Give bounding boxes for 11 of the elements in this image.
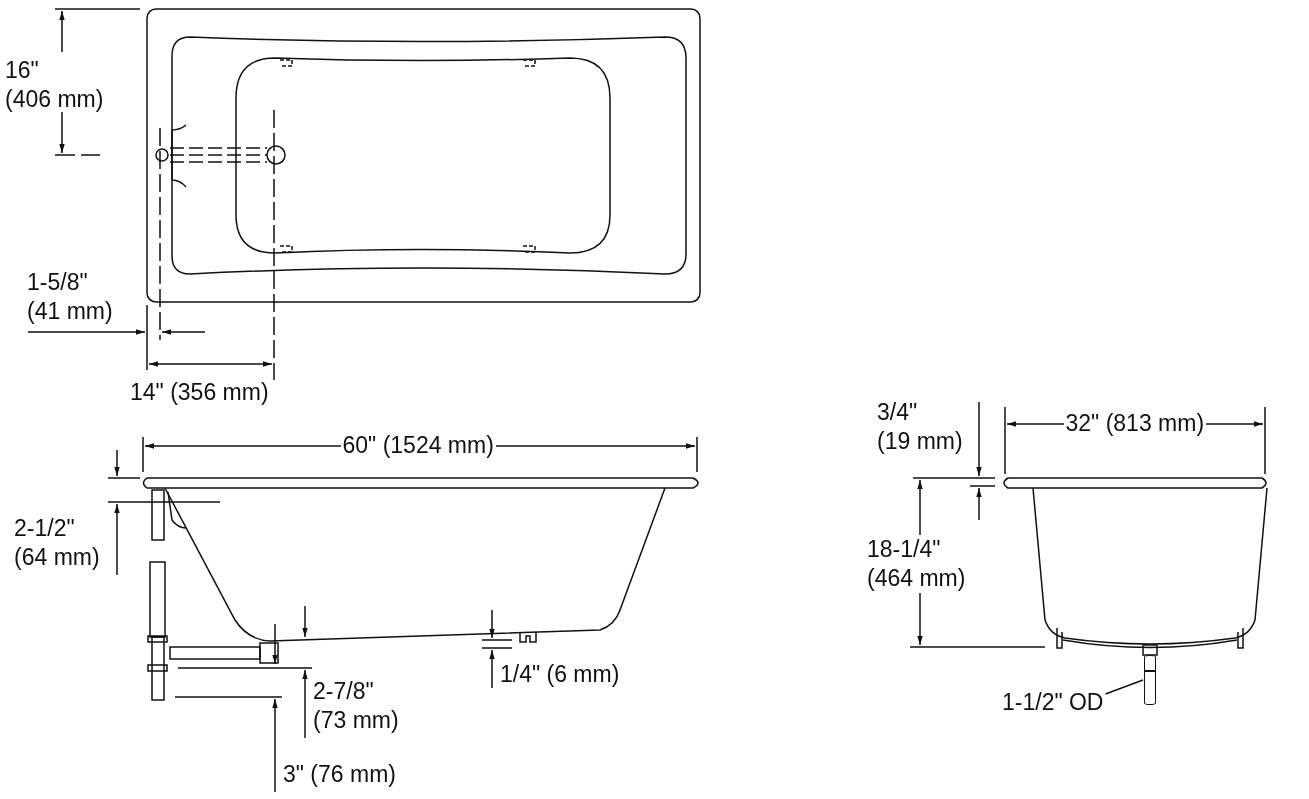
dimension-label: 14" (356 mm) bbox=[130, 378, 269, 407]
dimension-label: 2-7/8" (73 mm) bbox=[313, 677, 399, 735]
dimension-label: 16" (406 mm) bbox=[5, 56, 104, 114]
dimension-label: 3/4" (19 mm) bbox=[877, 398, 963, 456]
dimension-label: 3" (76 mm) bbox=[283, 760, 396, 789]
callout-label: 1-1/2" OD bbox=[1002, 688, 1104, 717]
drain-pipe bbox=[1144, 655, 1156, 705]
dimension-label: 1/4" (6 mm) bbox=[500, 660, 620, 689]
dimension-label: 1-5/8" (41 mm) bbox=[27, 268, 113, 326]
dimension-label: 2-1/2" (64 mm) bbox=[14, 514, 100, 572]
leader-line bbox=[1104, 679, 1144, 695]
